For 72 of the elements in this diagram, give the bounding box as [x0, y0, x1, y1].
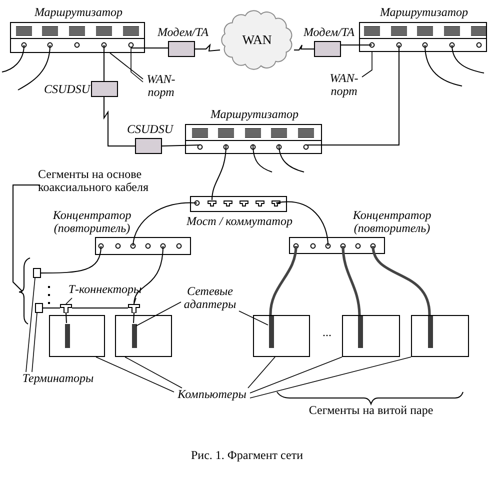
cable-line: [212, 144, 226, 200]
cable-line: [342, 246, 361, 316]
leader-line: [130, 48, 144, 82]
modem-label: Модем/TA: [156, 26, 210, 39]
leader-line: [250, 356, 412, 398]
cable-line: [269, 246, 298, 316]
cable-line: [276, 201, 328, 246]
cable-line: [306, 44, 400, 146]
t-connector: [128, 304, 140, 313]
port-label: WAN-порт: [328, 72, 360, 100]
router-label: Маршрутизатор: [33, 6, 124, 19]
leader-line: [32, 312, 38, 372]
leader-line: [110, 52, 144, 80]
computer-box: [342, 315, 400, 357]
leader-line: [96, 356, 174, 392]
leader-line: [134, 298, 136, 304]
cable-line: [104, 96, 136, 146]
router-label: Маршрутизатор: [378, 6, 470, 19]
hub-label: Концентратор (повторитель): [352, 209, 432, 235]
cable-line: [18, 44, 50, 90]
cable-line: [2, 44, 24, 72]
cable-line: [194, 44, 220, 52]
t-connector: [60, 304, 72, 313]
twisted-pair-label: Сегменты на витой паре: [308, 404, 434, 417]
coax-segment-label: Сегменты на основе коаксиального кабеля: [38, 168, 150, 194]
cable-line: [134, 246, 164, 304]
network-adapter: [132, 324, 137, 348]
cable-line: [294, 44, 314, 50]
network-adapter: [428, 316, 433, 348]
leader-line: [26, 278, 36, 372]
wan-cloud: [220, 10, 294, 70]
cable-line: [452, 44, 484, 74]
hub-label: Концентратор (повторитель): [52, 209, 132, 235]
leader-line: [66, 298, 72, 304]
leader-line: [250, 356, 342, 394]
cable-line: [340, 44, 372, 46]
computer-box: [253, 315, 310, 357]
cable-line: [132, 202, 198, 246]
leader-line: [238, 310, 268, 326]
callout-label: Терминаторы: [21, 372, 95, 387]
cable-line: [162, 144, 200, 146]
cable-line: [278, 144, 304, 172]
callout-label: Компьютеры: [176, 388, 248, 403]
network-adapter: [65, 324, 70, 348]
ellipsis: ...: [322, 326, 332, 339]
leader-line: [362, 52, 372, 78]
modem-label: Модем/TA: [302, 26, 356, 39]
router-label: Маршрутизатор: [209, 108, 300, 121]
cable-line: [40, 246, 102, 274]
terminator: [35, 303, 43, 313]
computer-box: [411, 315, 469, 357]
cable-line: [133, 312, 134, 324]
cable-line: [66, 312, 67, 324]
switch-label: Мост / коммутатор: [186, 215, 294, 228]
leader-line: [136, 302, 182, 326]
network-adapter: [269, 316, 274, 348]
cable-line: [252, 144, 272, 172]
network-adapter: [358, 316, 363, 348]
leader-line: [248, 356, 276, 388]
cable-line: [424, 44, 462, 86]
csu-dsu-label: CSUDSU: [42, 83, 90, 96]
csu-dsu-label: CSUDSU: [126, 123, 175, 136]
cable-line: [372, 246, 431, 316]
computer-box: [115, 315, 172, 357]
computer-box: [49, 315, 105, 357]
cloud-label: WAN: [241, 32, 273, 47]
terminator: [33, 268, 41, 278]
callout-label: Т-коннекторы: [67, 283, 143, 298]
port-label: WAN-порт: [146, 73, 176, 101]
caption: Рис. 1. Фрагмент сети: [190, 447, 304, 464]
leader-line: [124, 356, 182, 388]
callout-label: Сетевые адаптеры: [182, 285, 238, 313]
